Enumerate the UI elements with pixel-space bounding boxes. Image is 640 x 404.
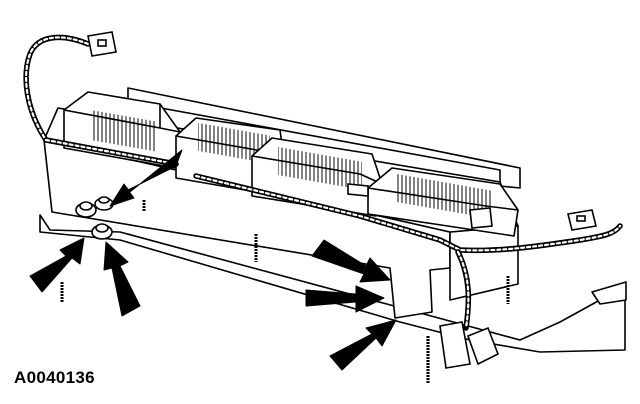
wire-connector-icon: [469, 207, 493, 229]
wire-connector-icon: [567, 209, 597, 231]
wire-connector-icon: [87, 31, 117, 57]
bracket-slot: [591, 281, 627, 305]
callout-arrow-icon: [29, 237, 85, 293]
nut-icon: [75, 201, 97, 218]
rear-panel: [127, 87, 521, 189]
figure-reference-code: A0040136: [14, 368, 95, 387]
callout-arrow-icon: [305, 285, 385, 313]
callout-arrow-icon: [109, 149, 183, 207]
mounting-bracket: [39, 214, 626, 353]
callout-arrow-icon: [311, 239, 391, 283]
nut-icon: [91, 223, 113, 240]
wire-connector-icon: [347, 183, 369, 197]
wire-connector-icon: [439, 321, 500, 369]
callout-arrow-icon: [103, 241, 141, 317]
nut-icon: [94, 196, 114, 211]
callout-arrow-icon: [329, 319, 397, 371]
